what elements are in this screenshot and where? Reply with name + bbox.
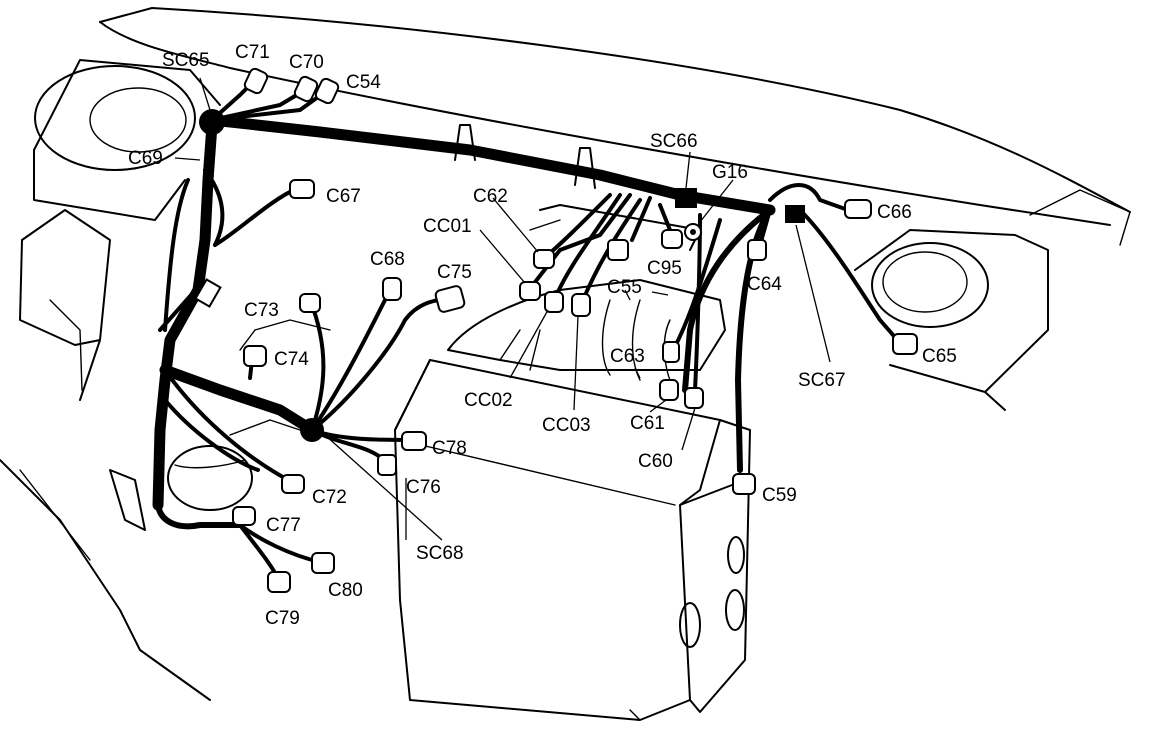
connectors: [232, 67, 918, 593]
sc65-splice: [199, 109, 225, 135]
label-c63: C63: [610, 346, 645, 367]
sc68-splice: [300, 418, 324, 442]
connector-c79: [267, 571, 291, 593]
connector-c64: [747, 239, 767, 261]
splices: [194, 109, 805, 442]
connector-c62: [533, 249, 555, 269]
label-c77: C77: [266, 515, 301, 536]
connector-c76: [377, 454, 397, 476]
label-c54: C54: [346, 72, 381, 93]
connector-c70: [293, 75, 319, 103]
connector-c72: [281, 474, 305, 494]
label-c66: C66: [877, 202, 912, 223]
label-c79: C79: [265, 608, 300, 629]
label-c73: C73: [244, 300, 279, 321]
connector-c71: [243, 67, 269, 95]
connector-c60: [684, 387, 704, 409]
connector-c95b: [661, 229, 683, 249]
label-c70: C70: [289, 52, 324, 73]
label-cc02: CC02: [464, 390, 513, 411]
connector-c59: [732, 473, 756, 495]
label-c80: C80: [328, 580, 363, 601]
label-c62: C62: [473, 186, 508, 207]
label-c59: C59: [762, 485, 797, 506]
label-c76: C76: [406, 477, 441, 498]
label-c67: C67: [326, 186, 361, 207]
label-sc66: SC66: [650, 131, 698, 152]
label-c61: C61: [630, 413, 665, 434]
label-c75: C75: [437, 262, 472, 283]
connector-c78: [401, 431, 427, 451]
connector-c65: [892, 333, 918, 355]
sc66-splice: [675, 188, 697, 208]
label-c74: C74: [274, 349, 309, 370]
connector-c95: [607, 239, 629, 261]
label-c72: C72: [312, 487, 347, 508]
harness-clip: [454, 124, 476, 161]
connector-c73: [299, 293, 321, 313]
connector-c63: [662, 341, 680, 363]
harness-clip: [574, 147, 596, 189]
leader-lines: [174, 77, 831, 541]
connector-c80: [311, 552, 335, 574]
connector-c77: [232, 506, 256, 526]
connector-c61: [659, 379, 679, 401]
label-c65: C65: [922, 346, 957, 367]
label-sc67: SC67: [798, 370, 846, 391]
label-c71: C71: [235, 42, 270, 63]
label-c55: C55: [607, 277, 642, 298]
label-sc68: SC68: [416, 543, 464, 564]
label-c68: C68: [370, 249, 405, 270]
connector-c68: [382, 277, 402, 301]
connector-c66: [844, 199, 872, 219]
label-cc03: CC03: [542, 415, 591, 436]
label-c64: C64: [747, 274, 782, 295]
connector-cc02: [544, 291, 564, 313]
label-c69: C69: [128, 148, 163, 169]
label-c78: C78: [432, 438, 467, 459]
label-c60: C60: [638, 451, 673, 472]
connector-c54: [314, 77, 340, 105]
connector-cc01: [519, 281, 541, 301]
connector-c67: [289, 179, 315, 199]
label-g16: G16: [712, 162, 748, 183]
sc67-splice: [785, 205, 805, 223]
connector-cc03: [571, 293, 591, 317]
connector-c75: [434, 285, 466, 313]
labels: SC65 C71 C70 C54 C69 C67 SC66 G16 C66 C6…: [128, 42, 957, 629]
label-sc65: SC65: [162, 50, 210, 71]
connector-c74: [243, 345, 267, 367]
label-cc01: CC01: [423, 216, 472, 237]
label-c95: C95: [647, 258, 682, 279]
main-harness: [152, 114, 776, 530]
